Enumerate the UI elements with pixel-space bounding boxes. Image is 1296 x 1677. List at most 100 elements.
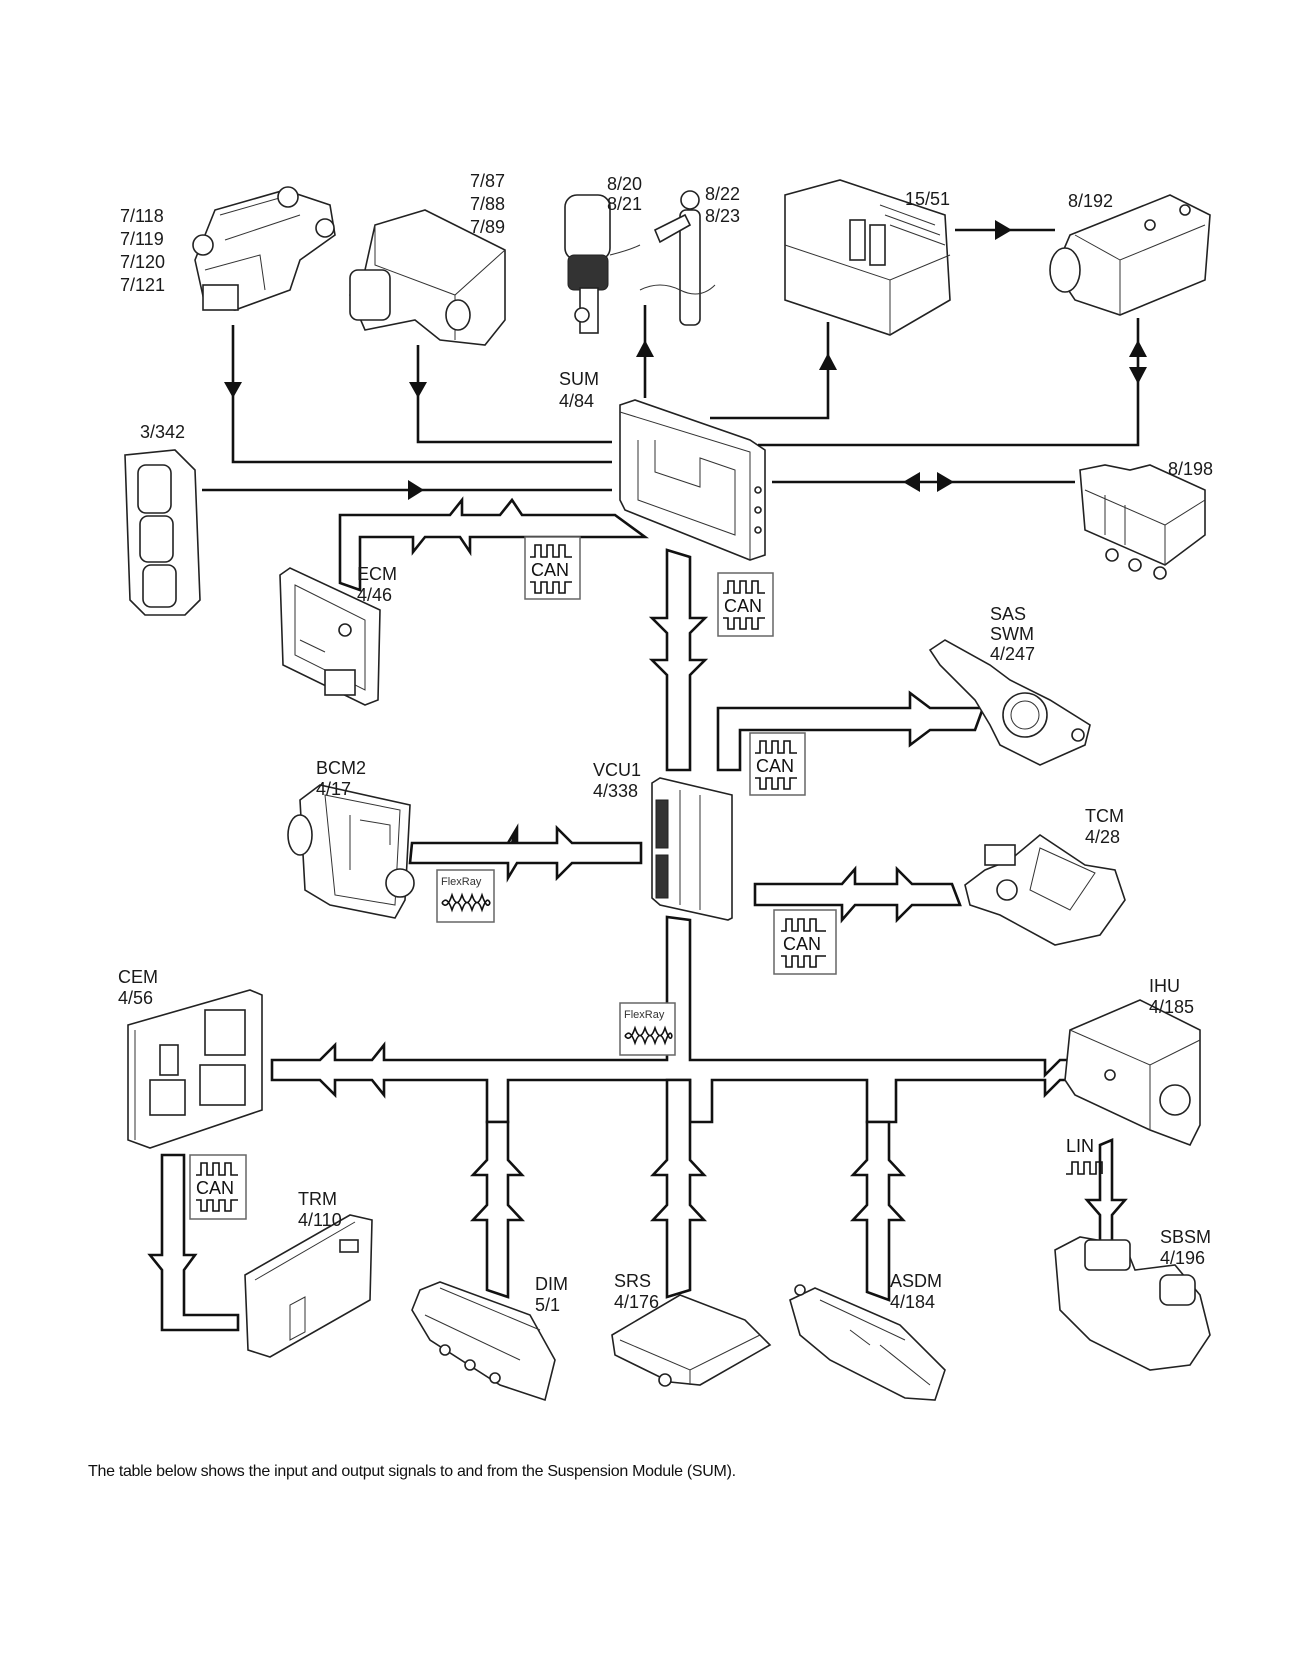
- wire-sum-to-compressor: [758, 318, 1140, 447]
- label-ecm-id: 4/46: [357, 585, 392, 605]
- arrow-left-icon: [903, 472, 920, 492]
- can-label: CAN: [756, 756, 794, 776]
- label-7-88: 7/88: [470, 194, 505, 214]
- arrow-up-icon: [1129, 340, 1147, 357]
- flexray-main-bus: [270, 915, 1160, 1124]
- label-asdm: ASDM: [890, 1271, 942, 1291]
- label-8-22: 8/22: [705, 184, 740, 204]
- vcu1-device: [651, 777, 733, 921]
- arrow-down-icon: [409, 382, 427, 398]
- can-badge: CAN: [717, 572, 774, 637]
- wire-7-87-to-sum: [416, 345, 612, 444]
- compressor-device: [1049, 194, 1211, 316]
- air-spring-strut-device: [564, 194, 641, 334]
- label-8-23: 8/23: [705, 206, 740, 226]
- can-label: CAN: [783, 934, 821, 954]
- label-asdm-id: 4/184: [890, 1292, 935, 1312]
- label-srs: SRS: [614, 1271, 651, 1291]
- valve-block-device: [1079, 464, 1206, 580]
- can-badge: CAN: [749, 732, 806, 796]
- flexray-label: FlexRay: [441, 876, 482, 888]
- flexray-label: FlexRay: [624, 1009, 665, 1021]
- sum-module-device: [619, 399, 766, 561]
- label-dim-id: 5/1: [535, 1295, 560, 1315]
- label-7-120: 7/120: [120, 252, 165, 272]
- label-vcu1: VCU1: [593, 760, 641, 780]
- flexray-bus-bcm2-vcu: [408, 823, 643, 883]
- sas-device: [928, 639, 1091, 766]
- label-trm: TRM: [298, 1189, 337, 1209]
- can-label: CAN: [531, 560, 569, 580]
- trm-device: [244, 1214, 373, 1358]
- ride-height-sensor-device: [192, 186, 336, 311]
- can-bus-vcu-tcm: [753, 865, 962, 924]
- label-sas: SAS: [990, 604, 1026, 624]
- can-bus-sum-ecm: [338, 496, 649, 592]
- label-7-89: 7/89: [470, 217, 505, 237]
- label-swm: SWM: [990, 624, 1034, 644]
- wire-sum-to-fusebox: [710, 322, 830, 420]
- wire-7-118-to-sum: [231, 325, 612, 464]
- label-sum-id: 4/84: [559, 391, 594, 411]
- can-bus-cem-trm: [147, 1153, 240, 1332]
- label-7-118: 7/118: [120, 206, 164, 226]
- label-srs-id: 4/176: [614, 1292, 659, 1312]
- arrow-up-icon: [636, 340, 654, 357]
- height-sensor-device: [349, 209, 506, 346]
- can-badge: CAN: [773, 909, 837, 975]
- label-sas-id: 4/247: [990, 644, 1035, 664]
- can-bus-sum-vcu: [648, 548, 709, 772]
- can-label: CAN: [724, 596, 762, 616]
- label-3-342: 3/342: [140, 422, 185, 442]
- switch-pack-device: [124, 449, 201, 616]
- label-8-21: 8/21: [607, 194, 642, 214]
- label-vcu1-id: 4/338: [593, 781, 638, 801]
- arrow-right-icon: [937, 472, 954, 492]
- tcm-device: [964, 834, 1126, 946]
- label-15-51: 15/51: [905, 189, 950, 209]
- flexray-drop-asdm: [850, 1120, 906, 1302]
- label-cem: CEM: [118, 967, 158, 987]
- label-bcm2: BCM2: [316, 758, 366, 778]
- arrow-down-icon: [224, 382, 242, 398]
- label-ihu-id: 4/185: [1149, 997, 1194, 1017]
- label-ecm: ECM: [357, 564, 397, 584]
- arrow-up-icon: [819, 353, 837, 370]
- fuse-box-device: [784, 179, 951, 336]
- flexray-drop-dim: [470, 1120, 525, 1299]
- sbsm-device: [1054, 1236, 1211, 1371]
- can-badge: CAN: [189, 1154, 247, 1220]
- lin-label: LIN: [1066, 1136, 1094, 1156]
- cem-device: [127, 989, 263, 1149]
- label-sbsm: SBSM: [1160, 1227, 1211, 1247]
- dim-device: [411, 1281, 556, 1402]
- label-7-121: 7/121: [120, 275, 165, 295]
- label-dim: DIM: [535, 1274, 568, 1294]
- label-8-198: 8/198: [1168, 459, 1213, 479]
- flexray-badge: FlexRay: [619, 1002, 676, 1056]
- arrow-down-icon: [1129, 367, 1147, 384]
- lin-bus-ihu-sbsm: [1084, 1138, 1128, 1252]
- can-label: CAN: [196, 1178, 234, 1198]
- label-7-119: 7/119: [120, 229, 164, 249]
- label-tcm: TCM: [1085, 806, 1124, 826]
- label-sum: SUM: [559, 369, 599, 389]
- caption-text: The table below shows the input and outp…: [88, 1463, 736, 1480]
- label-7-87: 7/87: [470, 171, 505, 191]
- bcm2-device: [287, 784, 415, 919]
- label-8-20: 8/20: [607, 174, 642, 194]
- can-bus-vcu-sas: [716, 690, 985, 772]
- can-badge: CAN: [524, 536, 581, 600]
- ecm-device: [279, 567, 381, 706]
- label-8-192: 8/192: [1068, 191, 1113, 211]
- arrow-right-icon: [995, 220, 1012, 240]
- srs-device: [611, 1294, 772, 1387]
- asdm-device: [789, 1284, 946, 1401]
- label-cem-id: 4/56: [118, 988, 153, 1008]
- label-ihu: IHU: [1149, 976, 1180, 996]
- arrow-right-icon: [408, 480, 424, 500]
- label-sbsm-id: 4/196: [1160, 1248, 1205, 1268]
- shock-absorber-device: [639, 190, 716, 326]
- ihu-device: [1064, 999, 1201, 1147]
